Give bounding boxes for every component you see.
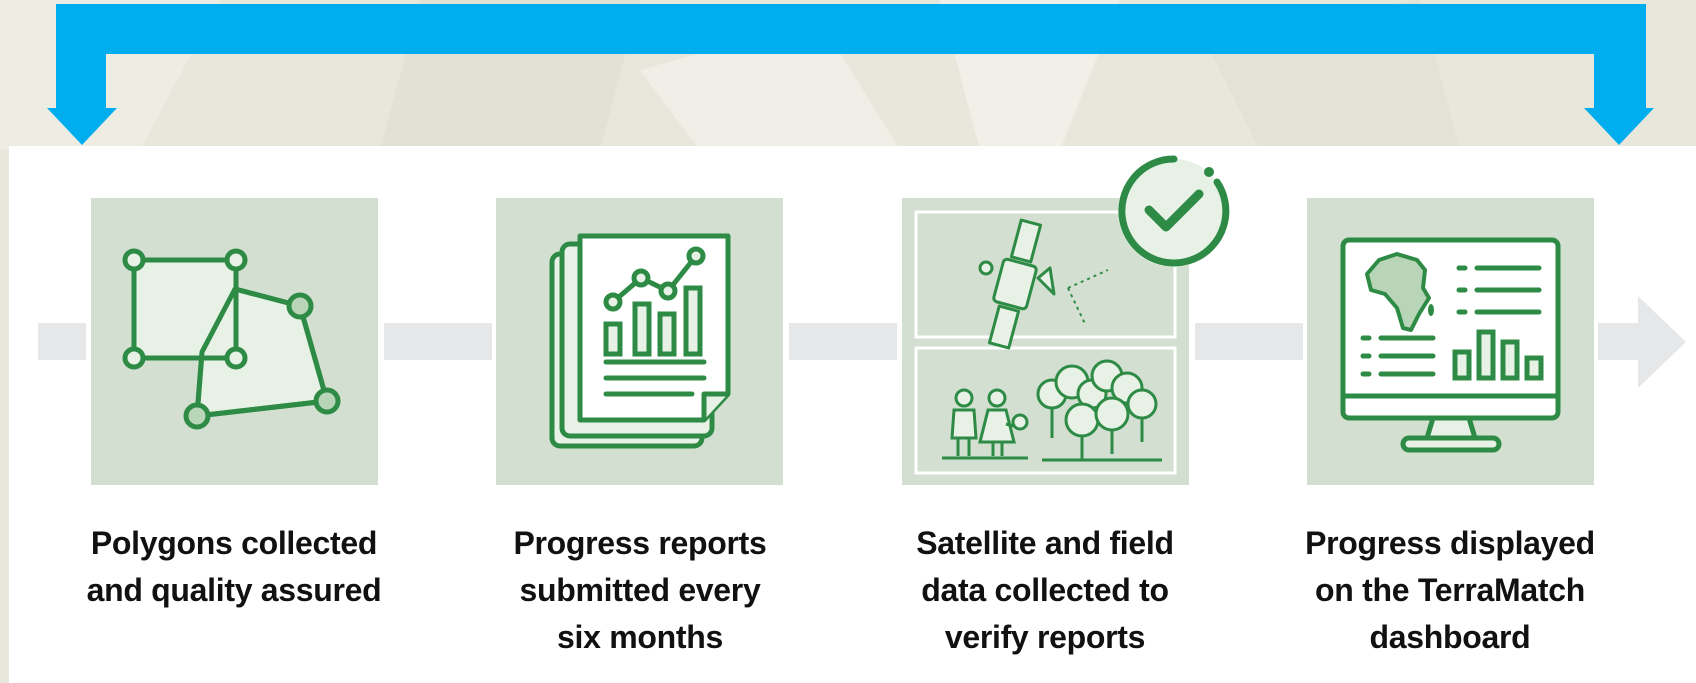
- feedback-loop-arrow-icon: [47, 4, 1654, 145]
- report-icon: [549, 233, 731, 449]
- step-tile-dashboard: [1307, 198, 1594, 485]
- step-tile-polygons: [91, 198, 378, 485]
- flow-arrow-icon: [1598, 296, 1686, 388]
- step-label-dashboard: Progress displayed on the TerraMatch das…: [1305, 525, 1595, 655]
- step-tile-reports: [496, 198, 783, 485]
- flow-connector: [38, 323, 86, 360]
- check-circle-icon: [1118, 155, 1230, 267]
- satellite-field-icon: [914, 210, 1177, 475]
- flow-connector: [1195, 323, 1303, 360]
- step-label-reports: Progress reports submitted every six mon…: [513, 525, 767, 655]
- flow-connector: [789, 323, 897, 360]
- dashboard-icon: [1340, 237, 1561, 453]
- flow-connector: [384, 323, 492, 360]
- step-label-satellite-field: Satellite and field data collected to ve…: [916, 525, 1174, 655]
- step-label-polygons: Polygons collected and quality assured: [86, 525, 382, 608]
- polygons-icon: [122, 248, 341, 430]
